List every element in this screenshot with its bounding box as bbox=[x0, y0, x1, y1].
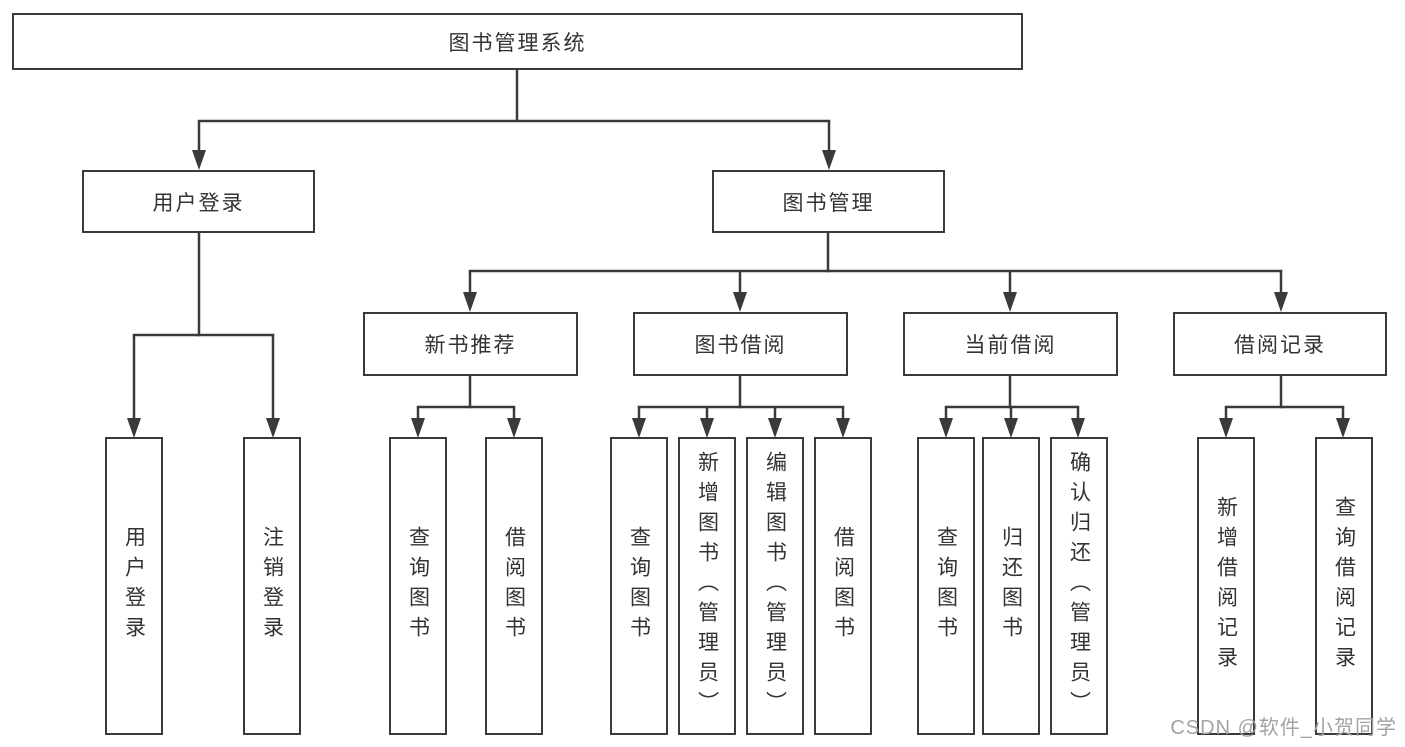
node-user-login-action: 用户登录 bbox=[105, 437, 163, 735]
node-confirm-return-admin: 确认归还（管理员） bbox=[1050, 437, 1108, 735]
node-edit-books-admin: 编辑图书（管理员） bbox=[746, 437, 804, 735]
node-book-management: 图书管理 bbox=[712, 170, 945, 233]
node-query-books-recommend: 查询图书 bbox=[389, 437, 447, 735]
node-new-book-recommendation: 新书推荐 bbox=[363, 312, 578, 376]
node-logout-action: 注销登录 bbox=[243, 437, 301, 735]
node-user-login: 用户登录 bbox=[82, 170, 315, 233]
node-current-borrowing: 当前借阅 bbox=[903, 312, 1118, 376]
node-book-borrowing: 图书借阅 bbox=[633, 312, 848, 376]
node-borrow-books-recommend: 借阅图书 bbox=[485, 437, 543, 735]
node-library-management-system: 图书管理系统 bbox=[12, 13, 1023, 70]
node-query-books-current: 查询图书 bbox=[917, 437, 975, 735]
node-borrow-books-action: 借阅图书 bbox=[814, 437, 872, 735]
node-query-borrow-record: 查询借阅记录 bbox=[1315, 437, 1373, 735]
node-add-borrow-record: 新增借阅记录 bbox=[1197, 437, 1255, 735]
node-borrowing-records: 借阅记录 bbox=[1173, 312, 1387, 376]
node-add-books-admin: 新增图书（管理员） bbox=[678, 437, 736, 735]
node-return-books: 归还图书 bbox=[982, 437, 1040, 735]
node-query-books-borrowing: 查询图书 bbox=[610, 437, 668, 735]
csdn-watermark: CSDN @软件_小贺同学 bbox=[1170, 717, 1397, 739]
